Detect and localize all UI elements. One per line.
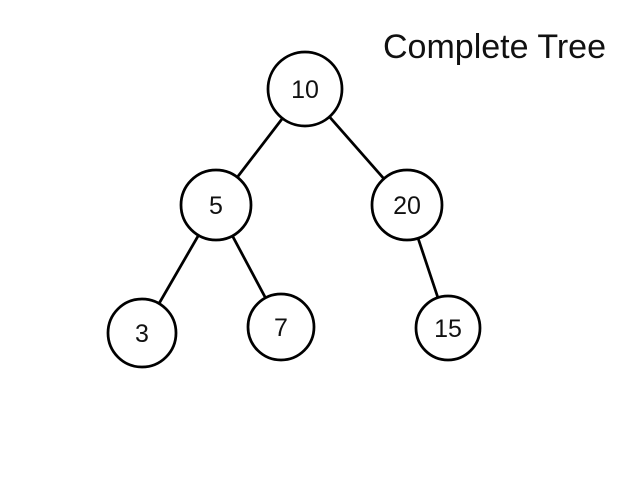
tree-node-label-20: 20 (393, 192, 421, 220)
tree-node-15: 15 (414, 294, 482, 362)
tree-node-circle-15 (414, 294, 482, 362)
tree-node-circle-20 (370, 168, 444, 242)
tree-node-label-3: 3 (135, 320, 149, 348)
tree-node-label-5: 5 (209, 192, 223, 220)
tree-node-label-15: 15 (434, 315, 462, 343)
tree-node-10: 10 (266, 50, 344, 128)
tree-node-label-10: 10 (291, 76, 319, 104)
tree-node-circle-10 (266, 50, 344, 128)
tree-node-circle-5 (179, 168, 253, 242)
diagram-title: Complete Tree (383, 28, 606, 66)
tree-node-label-7: 7 (274, 314, 288, 342)
tree-node-3: 3 (106, 297, 178, 369)
tree-node-circle-7 (246, 292, 316, 362)
tree-node-circle-3 (106, 297, 178, 369)
tree-node-5: 5 (179, 168, 253, 242)
tree-node-7: 7 (246, 292, 316, 362)
tree-node-20: 20 (370, 168, 444, 242)
